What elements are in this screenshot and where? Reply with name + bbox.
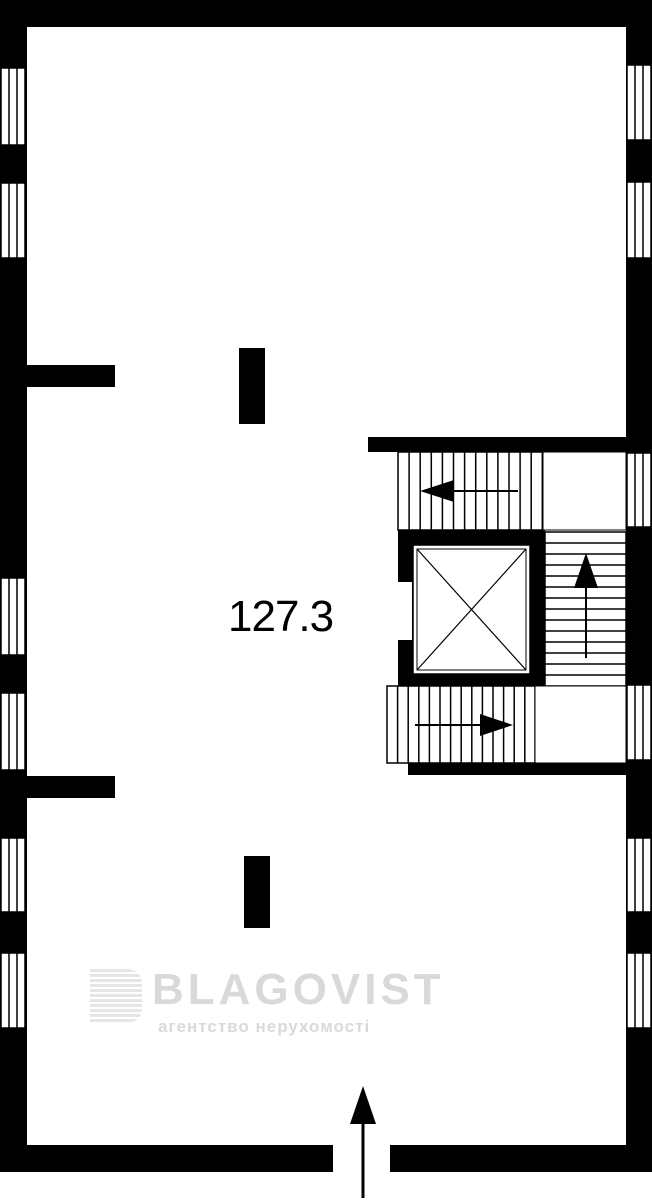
watermark-subtitle: агентство нерухомості [158, 1017, 371, 1036]
watermark-logo-icon [90, 969, 142, 1023]
partition-upper [27, 365, 115, 387]
stair-landing-bottom [534, 685, 627, 764]
wall-top [0, 0, 652, 27]
window [626, 181, 652, 259]
windows [0, 64, 652, 1029]
wall-bottom-right [390, 1145, 652, 1172]
arrow-stair-right-icon [415, 714, 513, 736]
arrow-stair-up-icon [574, 553, 598, 658]
elevator [398, 544, 531, 675]
arrow-stair-left-icon [420, 480, 518, 502]
window [626, 684, 652, 761]
window [0, 182, 26, 259]
window [0, 692, 26, 771]
window [0, 67, 26, 146]
area-label: 127.3 [228, 592, 334, 641]
window [0, 952, 26, 1029]
window [0, 837, 26, 913]
window [626, 64, 652, 141]
window [626, 952, 652, 1029]
stair-wall-top [368, 437, 626, 452]
window [626, 452, 652, 528]
partition-lower [27, 776, 115, 798]
window [0, 577, 26, 656]
stair-wall-bottom [408, 763, 626, 775]
window [626, 837, 652, 913]
stair-landing-top [542, 451, 627, 531]
entrance-arrow-icon [350, 1086, 376, 1198]
column-lower [244, 856, 270, 928]
watermark: BLAGOVIST агентство нерухомості [90, 965, 570, 1045]
column-upper [239, 348, 265, 424]
wall-bottom-left [0, 1145, 333, 1172]
watermark-brand: BLAGOVIST [152, 965, 445, 1014]
